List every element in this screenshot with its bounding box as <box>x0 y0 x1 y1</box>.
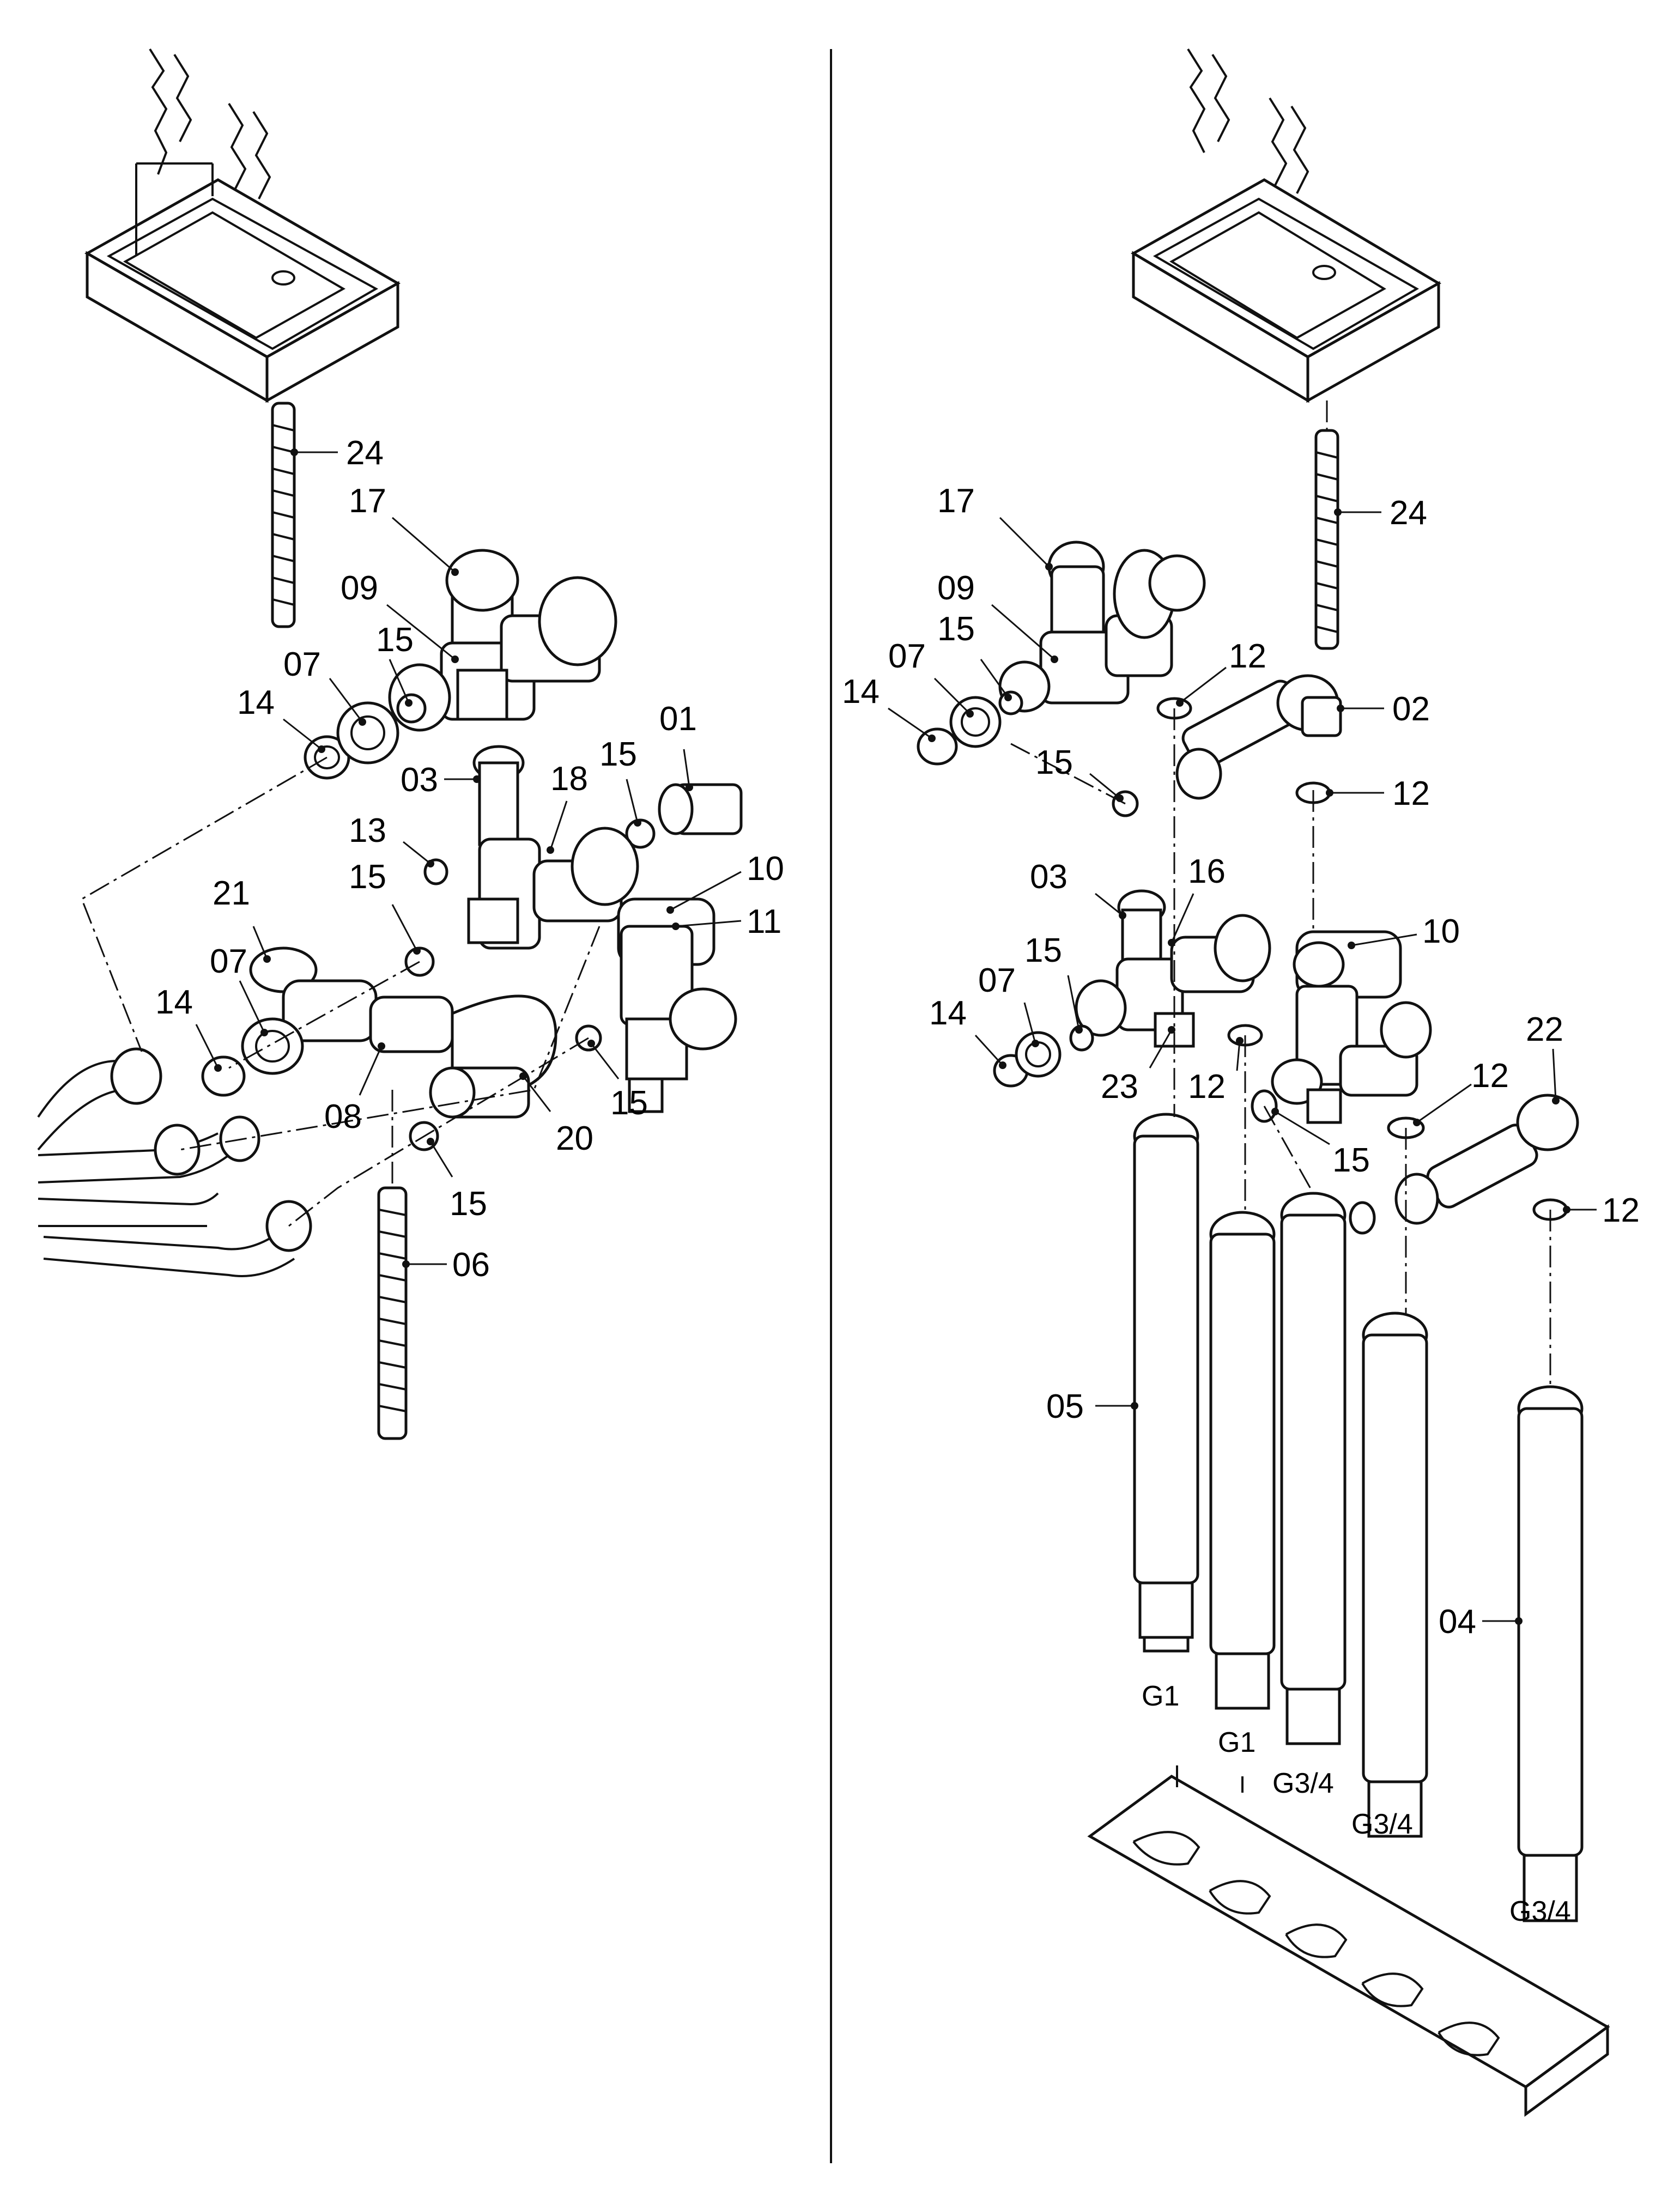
thread-size-3: G3/4 <box>1272 1768 1334 1799</box>
right-callouts: 17 24 09 15 07 14 12 02 15 12 03 16 10 1… <box>842 482 1640 1927</box>
callout-l13: 10 <box>747 850 784 888</box>
callout-l20: 15 <box>450 1185 487 1223</box>
callout-l14: 11 <box>747 903 781 940</box>
callout-r16: 23 <box>1101 1068 1138 1106</box>
threaded-rod-06 <box>377 1186 408 1440</box>
callout-r7: 02 <box>1392 690 1430 728</box>
callout-l12: 21 <box>213 875 250 912</box>
callout-r13: 15 <box>1024 932 1062 969</box>
callout-l1: 17 <box>349 482 386 520</box>
valve-03-16-right <box>1075 889 1271 1048</box>
callout-r18: 12 <box>1471 1057 1509 1095</box>
left-wall-bracket <box>84 48 401 403</box>
callout-r15: 14 <box>929 994 967 1032</box>
washer-15r5 <box>1349 1201 1376 1235</box>
washer-14b <box>201 1055 246 1097</box>
angle-fitting-02 <box>1175 674 1342 800</box>
nut-07r <box>949 696 1002 748</box>
ball-valve-21-08-20 <box>249 946 557 1119</box>
callout-r3: 15 <box>937 610 975 648</box>
nut-07r2 <box>1015 1031 1062 1078</box>
callout-r21: 12 <box>1602 1192 1640 1229</box>
bottom-mounting-rail <box>1087 1765 1610 2117</box>
callout-l8: 03 <box>401 761 438 799</box>
callout-r6: 12 <box>1229 638 1266 675</box>
callout-r23: 04 <box>1439 1603 1476 1641</box>
callout-l19: 15 <box>610 1084 648 1122</box>
callout-r12: 10 <box>1422 913 1460 950</box>
washer-14r <box>917 727 958 766</box>
callout-l16: 14 <box>155 984 193 1021</box>
callout-l18: 20 <box>556 1120 593 1157</box>
callout-l3: 15 <box>376 621 414 659</box>
callout-l17: 08 <box>324 1098 362 1136</box>
left-safety-valve-assembly <box>388 549 617 732</box>
thread-size-5: G3/4 <box>1509 1896 1571 1927</box>
callout-r10: 03 <box>1030 858 1068 896</box>
callout-r20: 15 <box>1332 1142 1370 1179</box>
left-callouts: 24 17 09 15 07 14 01 15 03 18 13 15 21 1… <box>155 434 784 1284</box>
thread-size-1: G1 <box>1142 1680 1179 1712</box>
callout-r2: 09 <box>937 569 975 607</box>
callout-r0: 17 <box>937 482 975 520</box>
callout-l0: 24 <box>346 434 384 472</box>
right-panel <box>917 48 1610 2117</box>
callout-r1: 24 <box>1390 494 1427 532</box>
callout-r22: 05 <box>1046 1388 1084 1425</box>
washer-15b <box>625 818 656 849</box>
callout-l15: 07 <box>210 943 247 980</box>
callout-r17: 12 <box>1188 1068 1226 1106</box>
callout-r11: 16 <box>1188 853 1226 890</box>
thread-size-2: G1 <box>1218 1727 1256 1758</box>
callout-l2: 09 <box>341 569 378 607</box>
fitting-01 <box>658 783 743 835</box>
callout-l7: 15 <box>599 736 637 773</box>
callout-r4: 07 <box>888 638 926 675</box>
washer-15a <box>396 693 427 724</box>
valve-03-18 <box>467 745 639 950</box>
right-safety-valve-assembly <box>998 541 1206 713</box>
callout-r5: 14 <box>842 673 880 711</box>
callout-l4: 07 <box>283 646 321 683</box>
valve-10-11 <box>617 897 737 1113</box>
callout-r14: 07 <box>978 962 1016 999</box>
callout-l9: 18 <box>550 760 588 798</box>
left-panel <box>37 48 743 1440</box>
callout-r19: 22 <box>1526 1011 1563 1048</box>
right-wall-bracket <box>1131 48 1441 403</box>
connection-tubes <box>1133 1113 1584 1922</box>
callout-l6: 01 <box>659 700 697 738</box>
callout-r9: 12 <box>1392 775 1430 812</box>
callout-l5: 14 <box>237 684 275 721</box>
callout-l21: 06 <box>452 1246 490 1284</box>
left-flex-pipes <box>37 1047 312 1277</box>
callout-l11: 15 <box>349 858 386 896</box>
thread-size-4: G3/4 <box>1351 1808 1413 1840</box>
callout-l10: 13 <box>349 812 386 849</box>
valve-10-right <box>1271 930 1432 1124</box>
nut-07b <box>241 1017 304 1075</box>
callout-r8: 15 <box>1035 744 1073 781</box>
nut-07 <box>336 701 399 764</box>
